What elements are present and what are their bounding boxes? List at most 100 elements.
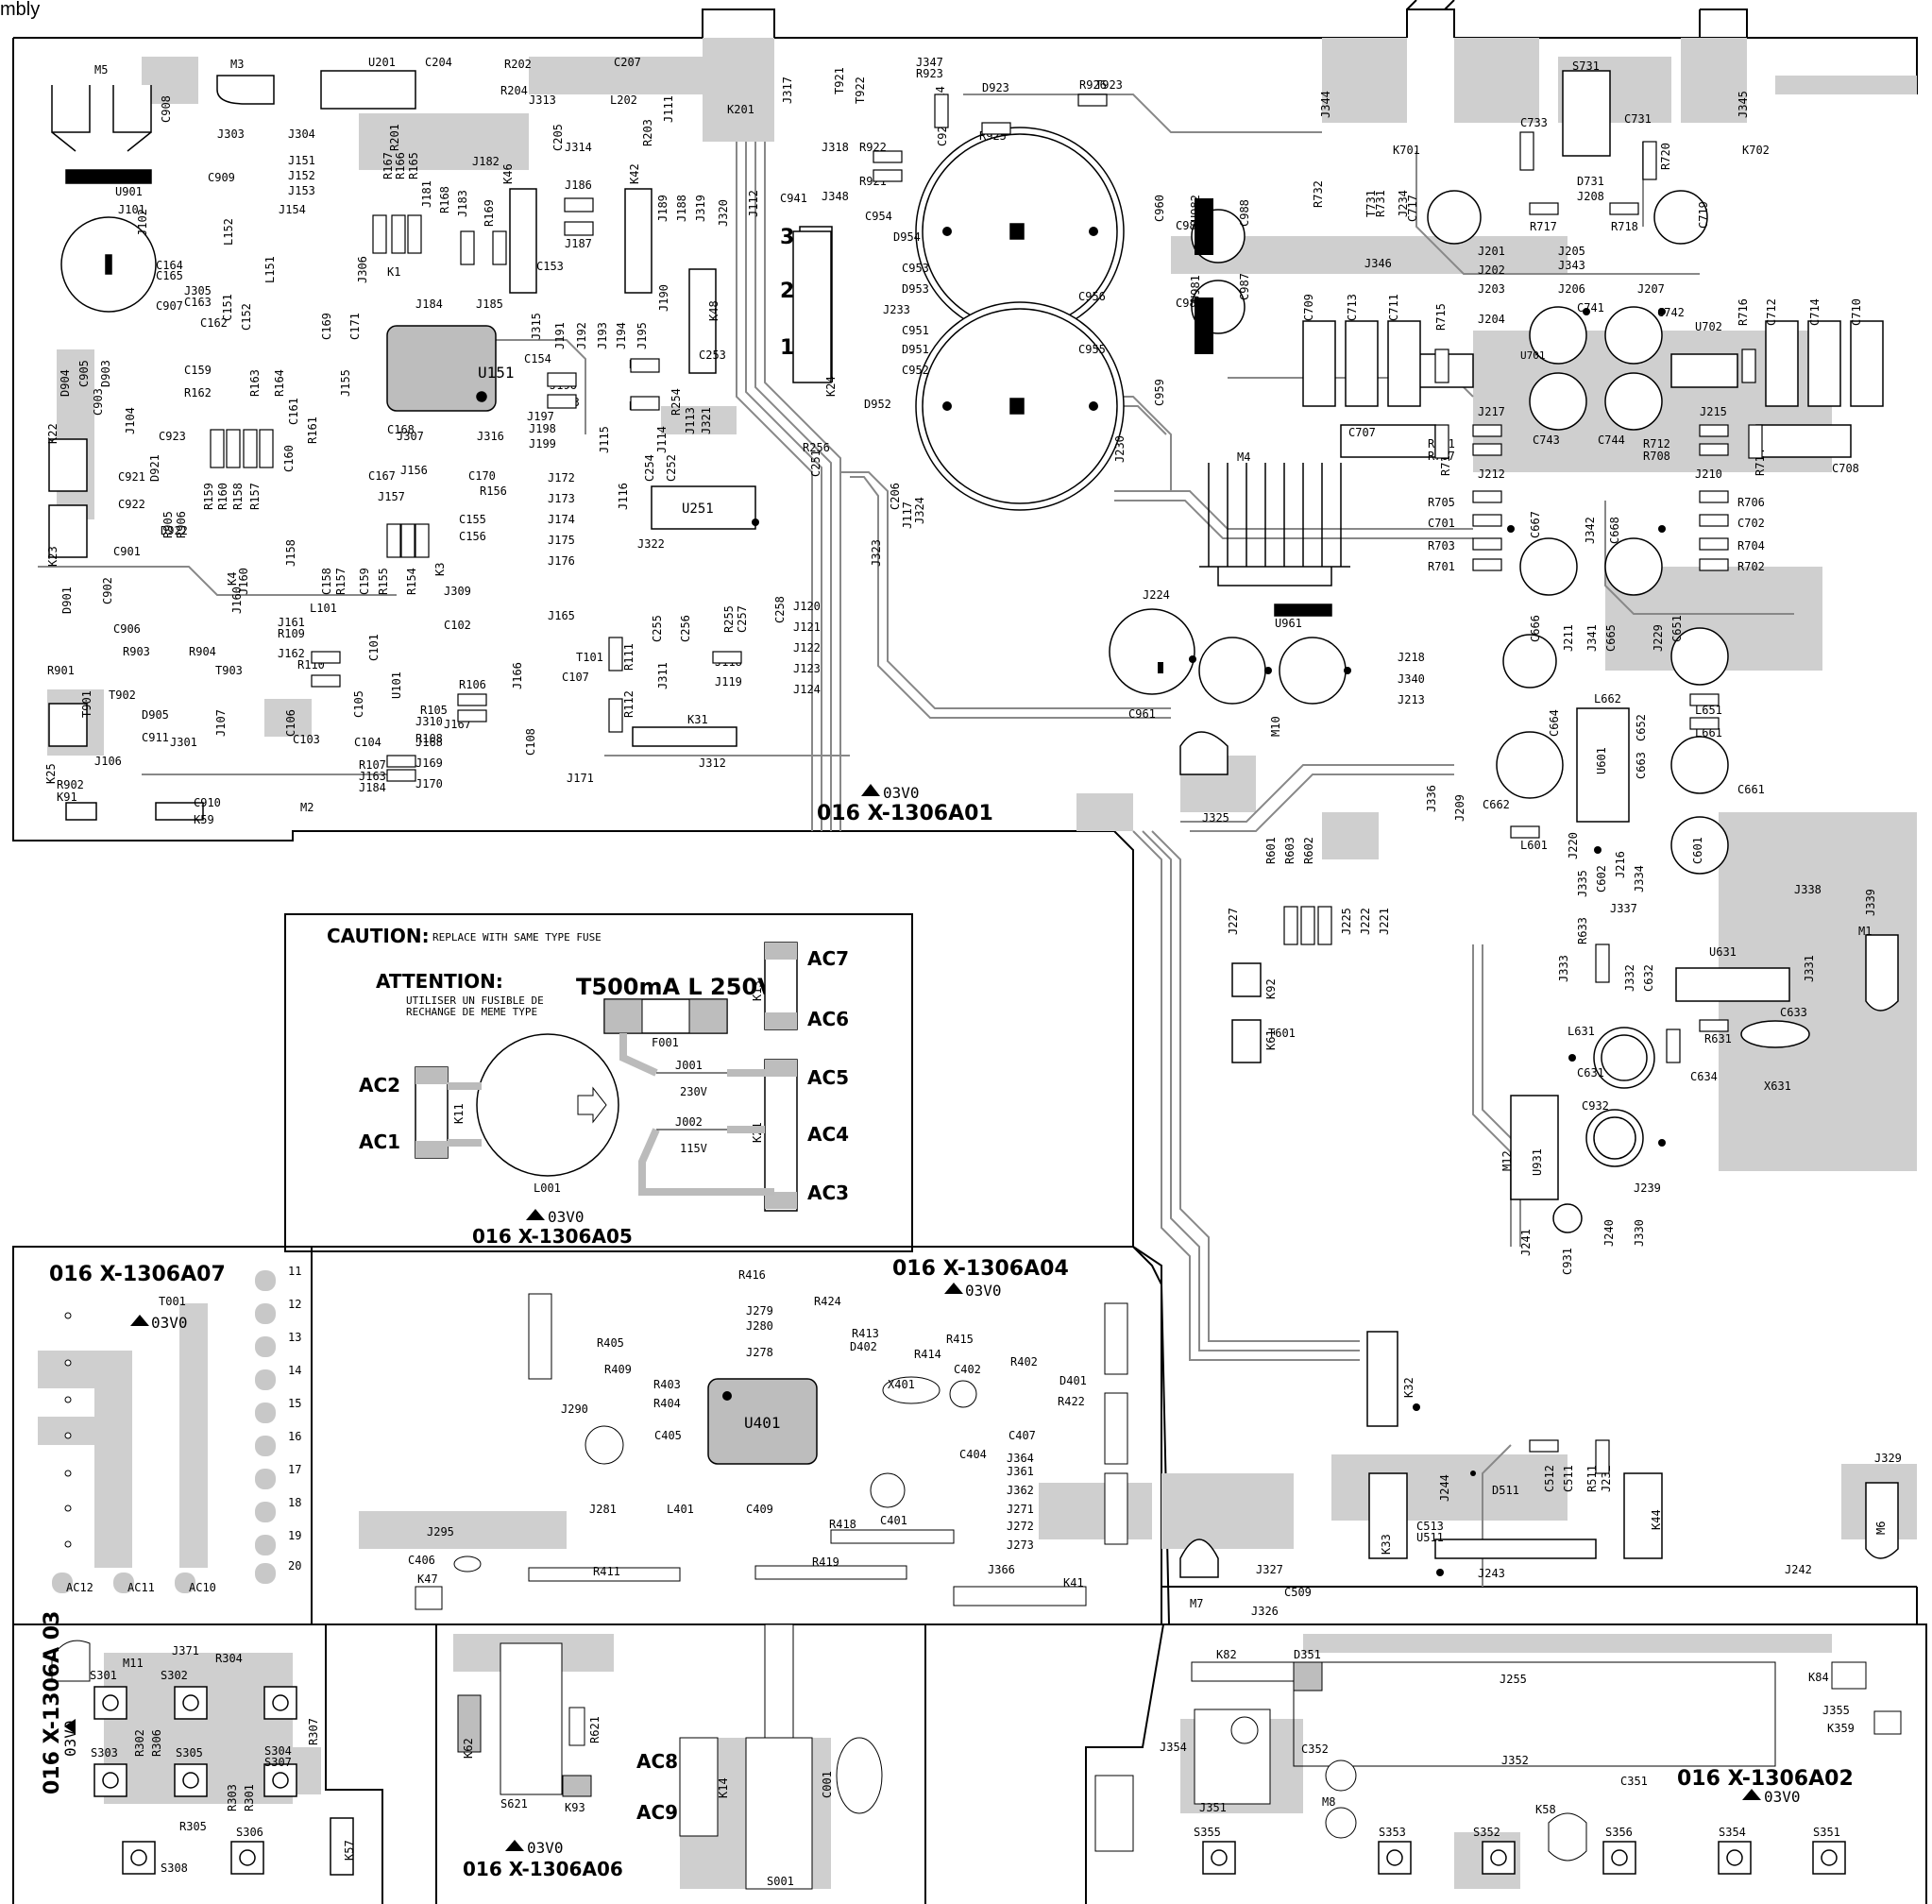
ref-j312: J312 [699,756,726,770]
svg-text:C206: C206 [889,483,902,510]
svg-text:C512: C512 [1543,1465,1556,1492]
svg-text:J271: J271 [1007,1503,1034,1516]
svg-text:AC1: AC1 [359,1130,400,1153]
ref-j186: J186 [565,178,592,192]
ref-j322: J322 [637,537,665,551]
ref-j204: J204 [1478,313,1505,326]
svg-text:J273: J273 [1007,1538,1034,1552]
ref-c154: C154 [524,352,551,366]
ref-c167: C167 [368,469,396,483]
ref-r708: R708 [1643,450,1670,463]
ref-m2: M2 [300,801,314,814]
ref-c953: C953 [902,262,929,275]
svg-text:L151: L151 [263,256,277,283]
ref-j217: J217 [1478,405,1505,418]
svg-text:16: 16 [288,1430,301,1443]
ref-j325: J325 [1202,811,1229,824]
svg-text:R715: R715 [1434,303,1448,331]
svg-text:M12: M12 [1500,1150,1514,1171]
ref-j318: J318 [822,141,849,154]
ref-j197: J197 [527,410,554,423]
ref-c661: C661 [1737,783,1765,796]
svg-text:R720: R720 [1659,143,1672,170]
svg-text:J335: J335 [1576,870,1589,897]
svg-text:J194: J194 [615,322,628,349]
ref-j305: J305 [184,284,212,298]
svg-text:AC2: AC2 [359,1074,400,1096]
svg-text:C257: C257 [736,605,749,633]
svg-text:D402: D402 [850,1340,877,1353]
svg-text:C709: C709 [1302,294,1315,321]
svg-text:R160: R160 [216,483,229,510]
svg-text:R203: R203 [641,119,654,146]
svg-text:C663: C663 [1635,752,1648,779]
ref-j169: J169 [415,756,443,770]
ref-j120: J120 [793,600,821,613]
svg-text:19: 19 [288,1529,301,1542]
ref-d954: D954 [893,230,921,244]
svg-text:J193: J193 [596,322,609,349]
svg-text:C401: C401 [880,1514,907,1527]
ref-c956: C956 [1078,290,1106,303]
svg-text:C987: C987 [1238,273,1251,300]
svg-text:C255: C255 [651,615,664,642]
ref-j184b: J184 [415,298,443,311]
svg-text:AC9: AC9 [636,1801,678,1824]
svg-text:S301: S301 [90,1669,117,1682]
page-fragment-text: mbly [0,0,40,20]
ref-j165: J165 [548,609,575,622]
ref-c741: C741 [1577,301,1604,314]
svg-text:C159: C159 [358,568,371,595]
svg-text:J331: J331 [1803,955,1816,982]
svg-text:J244: J244 [1438,1474,1451,1502]
ref-j174: J174 [548,513,575,526]
ref-r926: R926 [1079,78,1107,92]
svg-text:R157: R157 [334,568,347,595]
svg-text:J352: J352 [1501,1754,1529,1767]
ref-c170: C170 [468,469,496,483]
svg-text:L152: L152 [222,218,235,246]
svg-text:K11: K11 [452,1103,466,1124]
ref-j239: J239 [1634,1182,1661,1195]
ref-r631: R631 [1704,1032,1732,1046]
ref-d952: D952 [864,398,891,411]
svg-text:L401: L401 [667,1503,694,1516]
svg-text:15: 15 [288,1397,301,1410]
svg-text:J319: J319 [694,195,707,222]
svg-text:K25: K25 [44,763,58,784]
ref-j348: J348 [822,190,849,203]
svg-text:R306: R306 [150,1729,163,1757]
svg-text:X401: X401 [888,1378,915,1391]
ref-r717: R717 [1530,220,1557,233]
svg-text:M11: M11 [123,1657,144,1670]
svg-text:K61: K61 [1264,1029,1278,1050]
ref-u901: U901 [115,185,143,198]
svg-text:C902: C902 [101,577,114,604]
svg-text:R301: R301 [243,1784,256,1811]
ref-j122: J122 [793,641,821,654]
ref-j218: J218 [1398,651,1425,664]
svg-text:115V: 115V [680,1142,707,1155]
svg-text:016 X-1306A06: 016 X-1306A06 [463,1858,623,1880]
svg-text:C258: C258 [773,596,787,623]
ref-j172: J172 [548,471,575,484]
svg-text:K359: K359 [1827,1722,1855,1735]
svg-text:K13: K13 [751,980,764,1001]
ref-u151-text: U151 [478,364,515,382]
ref-d923: D923 [982,81,1009,94]
svg-text:016 X-1306A 03: 016 X-1306A 03 [41,1611,64,1794]
svg-text:R415: R415 [946,1333,974,1346]
ref-r904: R904 [189,645,216,658]
svg-text:C106: C106 [284,709,297,737]
ref-k31: K31 [687,713,708,726]
svg-text:K4: K4 [226,572,239,586]
svg-text:J192: J192 [575,322,588,349]
ref-j233: J233 [883,303,910,316]
svg-text:J181: J181 [420,180,433,208]
ref-c733: C733 [1520,116,1548,129]
ref-c103: C103 [293,733,320,746]
ref-c923: C923 [159,430,186,443]
svg-text:AC8: AC8 [636,1750,678,1773]
svg-text:T901: T901 [80,690,93,718]
svg-text:J183: J183 [456,190,469,217]
